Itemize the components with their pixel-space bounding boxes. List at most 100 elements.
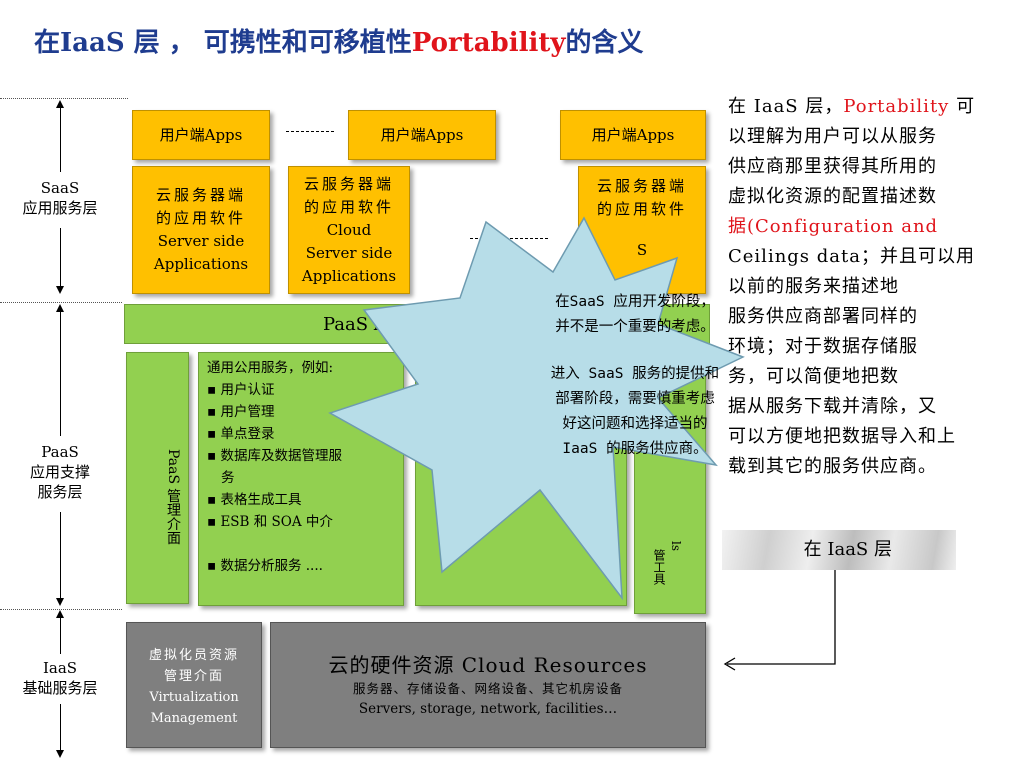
text-line: 供应商那里获得其所用的 — [728, 156, 937, 177]
iaas-label-box: 在 IaaS 层 — [722, 530, 956, 570]
callout-line: IaaS 的服务供应商。 — [562, 441, 708, 457]
tools-fragment-1: ls — [669, 541, 683, 551]
list-item: ▪ 用户认证 — [207, 382, 275, 398]
list-item: ▪ 数据分析服务 .... — [207, 558, 323, 574]
divider-saas-paas — [0, 302, 122, 303]
virt-line3: Virtualization — [149, 690, 239, 705]
list-item: ▪ 单点登录 — [207, 426, 275, 442]
iaas-cloud-resources: 云的硬件资源 Cloud Resources 服务器、存储设备、网络设备、其它机… — [270, 622, 706, 748]
cloud-line3: Servers, storage, network, facilities… — [358, 701, 618, 717]
divider-top — [0, 98, 128, 99]
slide-title: 在IaaS 层 ， 可携性和可移植性Portability的含义 — [34, 22, 644, 59]
list-item-text: 务 — [221, 470, 235, 486]
paas-label-line3: 服务层 — [37, 483, 83, 501]
saas-label-line1: SaaS — [40, 179, 80, 197]
server-app-2-line2: 的应用软件 — [303, 197, 394, 216]
server-app-1-line3: Server side — [157, 232, 245, 250]
paas-label-line1: PaaS — [41, 443, 79, 461]
text-line: 据(Configuration and — [728, 216, 939, 237]
callout-line: 好这问题和选择适当的 — [562, 416, 708, 432]
virt-line4: Management — [150, 711, 238, 726]
list-item: ▪ 表格生成工具 — [207, 492, 302, 508]
callout-text: 在SaaS 应用开发阶段， 并不是一个重要的考虑。 进入 SaaS 服务的提供和… — [490, 290, 780, 462]
list-item: ▪ 用户管理 — [207, 404, 275, 420]
callout-line: 部署阶段，需要慎重考虑 — [555, 391, 715, 407]
text-line: 以前的服务来描述地 — [728, 276, 899, 297]
cloud-line1: 云的硬件资源 Cloud Resources — [328, 653, 648, 677]
client-app-1-label: 用户端Apps — [159, 126, 243, 144]
callout-line: 进入 SaaS 服务的提供和 — [550, 366, 720, 382]
paas-common-services: 通用公用服务，例如: ▪ 用户认证 ▪ 用户管理 ▪ 单点登录 ▪ 数据库及数据… — [198, 352, 404, 606]
virt-line1: 虚拟化员资源 — [148, 648, 239, 663]
server-app-1-line2: 的应用软件 — [155, 209, 246, 227]
client-app-2-label: 用户端Apps — [380, 126, 464, 144]
iaas-up-arrow — [56, 610, 64, 654]
list-item-text: 用户认证 — [220, 382, 275, 398]
saas-up-arrow — [56, 100, 64, 172]
starburst-shape — [328, 216, 745, 601]
list-item-text: 表格生成工具 — [220, 492, 302, 508]
virt-line2: 管理介面 — [163, 669, 224, 684]
text-line: Ceilings data；并且可以用 — [728, 246, 975, 267]
list-item-text: 单点登录 — [220, 426, 275, 442]
server-app-1-line1: 云服务器端 — [155, 186, 246, 204]
iaas-down-arrow — [56, 704, 64, 758]
server-app-2-line5: Applications — [301, 266, 397, 285]
text-line: 在 IaaS 层，Portability 可 — [728, 96, 976, 117]
saas-layer-label: SaaS 应用服务层 — [0, 178, 120, 218]
saas-label-line2: 应用服务层 — [22, 199, 98, 217]
text-line: 服务供应商部署同样的 — [728, 306, 918, 327]
text-line: 据从服务下载并清除，又 — [728, 396, 937, 417]
tools-fragment-2: 管工具 — [652, 549, 666, 585]
client-app-2: 用户端Apps — [348, 110, 496, 160]
list-item-text: 用户管理 — [220, 404, 275, 420]
text-line: 以理解为用户可以从服务 — [728, 126, 937, 147]
server-app-1: 云服务器端 的应用软件 Server side Applications — [132, 166, 270, 294]
iaas-virtualization: 虚拟化员资源 管理介面 Virtualization Management — [126, 622, 262, 748]
server-app-3-line3: S — [636, 241, 648, 259]
paas-label-line2: 应用支撑 — [29, 463, 90, 481]
server-app-3-line1: 云服务器端 — [596, 177, 687, 195]
list-item-text: 数据库及数据管理服 — [220, 448, 342, 464]
common-services-heading: 通用公用服务，例如: — [207, 360, 334, 376]
server-app-3-line2: 的应用软件 — [596, 200, 687, 218]
cloud-line2: 服务器、存储设备、网络设备、其它机房设备 — [352, 681, 623, 696]
paas-layer-label: PaaS 应用支撑 服务层 — [0, 442, 120, 502]
divider-paas-iaas — [0, 609, 122, 610]
title-accent: Portability — [411, 28, 566, 58]
portability-accent: Portability — [843, 96, 950, 117]
client-app-1: 用户端Apps — [132, 110, 270, 160]
client-app-3: 用户端Apps — [560, 110, 706, 160]
list-item-continuation: 务 — [207, 467, 395, 489]
iaas-label-text: 在 IaaS 层 — [803, 539, 892, 560]
paas-up-arrow — [56, 304, 64, 436]
label-connector-arrow — [723, 570, 836, 671]
title-suffix: 的含义 — [565, 28, 644, 58]
iaas-layer-label: IaaS 基础服务层 — [0, 658, 120, 698]
text-line: 载到其它的服务供应商。 — [728, 456, 937, 477]
list-item-text: ESB 和 SOA 中介 — [220, 514, 333, 530]
callout-spacer — [490, 340, 780, 362]
client-app-connector — [286, 131, 334, 132]
paas-mgmt-label: PaaS 管理介面 — [165, 449, 181, 545]
callout-line: 在SaaS 应用开发阶段， — [555, 294, 715, 310]
server-app-1-line4: Applications — [153, 255, 249, 273]
callout-line: 并不是一个重要的考虑。 — [555, 319, 715, 335]
server-app-2-line4: Server side — [305, 243, 393, 262]
server-app-2-line1: 云服务器端 — [303, 174, 394, 193]
list-item: ▪ 数据库及数据管理服 — [207, 448, 342, 464]
list-item: ▪ ESB 和 SOA 中介 — [207, 514, 333, 530]
server-app-2-line3: Cloud — [326, 220, 372, 239]
server-app-2: 云服务器端 的应用软件 Cloud Server side Applicatio… — [288, 166, 410, 294]
list-item-text: 数据分析服务 .... — [220, 558, 323, 574]
portability-explanation: 在 IaaS 层，Portability 可 以理解为用户可以从服务 供应商那里… — [728, 92, 1018, 482]
client-app-3-label: 用户端Apps — [591, 126, 675, 144]
text-line: 可以方便地把数据导入和上 — [728, 426, 956, 447]
text-line: 环境；对于数据存储服 — [728, 336, 918, 357]
iaas-label-line1: IaaS — [42, 659, 78, 677]
paas-mgmt-interface: PaaS 管理介面 — [126, 352, 189, 604]
iaas-label-line2: 基础服务层 — [22, 679, 98, 697]
title-prefix: 在IaaS 层 ， 可携性和可移植性 — [34, 28, 412, 58]
text-line: 务，可以简便地把数 — [728, 366, 899, 387]
